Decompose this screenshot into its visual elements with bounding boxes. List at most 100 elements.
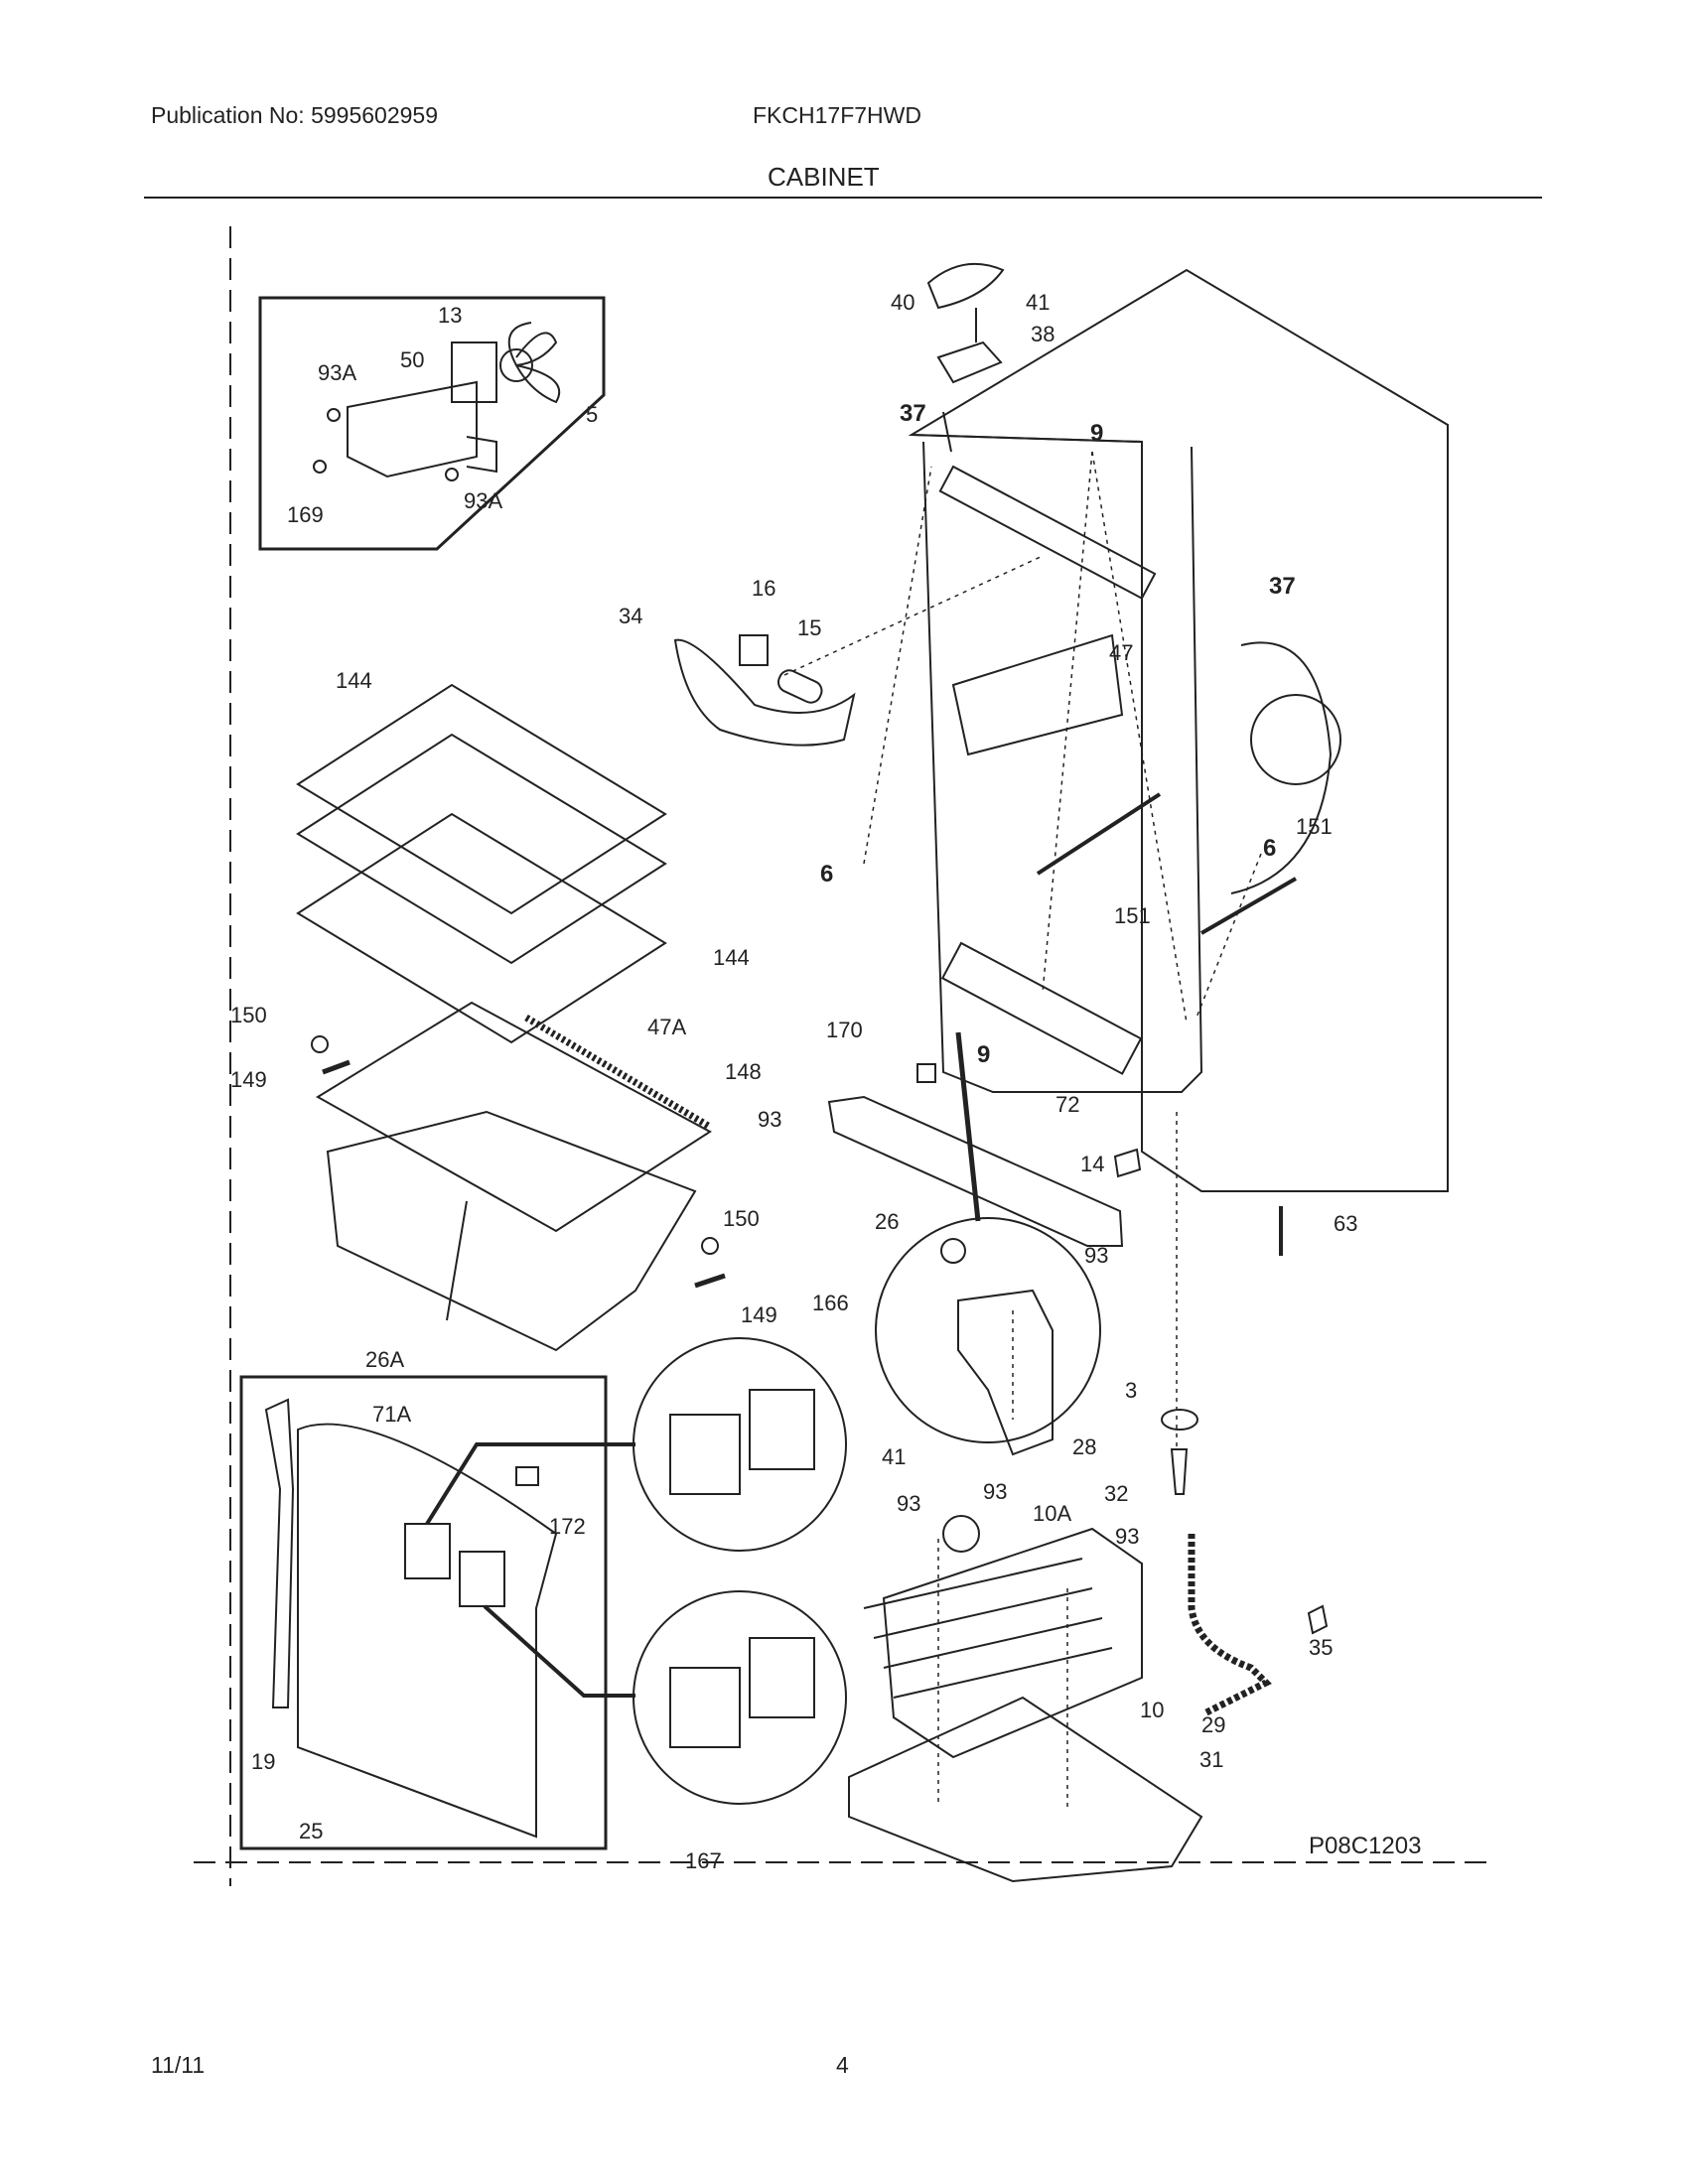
cabinet-side-contour	[1230, 641, 1333, 894]
part-label: 5	[586, 402, 598, 427]
part-label: 41	[882, 1444, 906, 1469]
crisper-cover-47A	[316, 1001, 712, 1233]
part-label: 144	[336, 668, 372, 693]
part-label: 31	[1199, 1747, 1223, 1772]
bottom-liner-rail	[940, 941, 1143, 1075]
control-board-167-b	[749, 1637, 815, 1718]
control-housing-25	[297, 1423, 558, 1839]
switch-172	[515, 1466, 539, 1486]
light-bulb-15	[776, 669, 823, 704]
part-label: 150	[230, 1003, 267, 1027]
drain-trap-32	[1170, 1448, 1189, 1495]
screw-93A-lower	[445, 468, 459, 481]
support-149	[322, 1059, 351, 1075]
control-board-166-b	[749, 1389, 815, 1470]
part-label: 19	[251, 1749, 275, 1774]
part-label: 16	[752, 576, 775, 601]
leader-6-left	[863, 466, 932, 865]
switch-14	[1113, 1148, 1142, 1178]
roller-150-right	[701, 1237, 719, 1255]
air-duct-47	[951, 633, 1124, 756]
drawer-divider	[446, 1200, 468, 1321]
part-label: 93	[1115, 1524, 1139, 1549]
part-label: 15	[797, 615, 821, 640]
hinge-detail-circle	[875, 1217, 1101, 1443]
screw-93A	[327, 408, 341, 422]
callout-166	[425, 1442, 635, 1526]
gasket-19	[264, 1398, 295, 1708]
part-label: 47A	[647, 1015, 686, 1039]
screw-169	[313, 460, 327, 474]
callout-167	[483, 1604, 635, 1698]
clamp-35	[1307, 1604, 1329, 1635]
part-label: 37	[900, 400, 926, 427]
part-label: 32	[1104, 1481, 1128, 1506]
hinge-38	[936, 341, 1003, 384]
control-window-upper	[404, 1523, 451, 1579]
part-label: 40	[891, 290, 914, 315]
part-label: 26A	[365, 1347, 404, 1372]
leader-9-left	[1042, 451, 1093, 994]
part-label: 93	[983, 1479, 1007, 1504]
fan-bracket-tab	[466, 436, 497, 474]
part-label: 3	[1125, 1378, 1137, 1403]
leader-9-right	[1091, 451, 1188, 1024]
hinge-pin-26	[940, 1238, 966, 1264]
part-label: 6	[820, 861, 833, 887]
part-label: 29	[1201, 1712, 1225, 1737]
diagram-code: P08C1203	[1309, 1833, 1421, 1859]
drain-pan-31	[848, 1696, 1203, 1883]
drain-tube-29	[1188, 1534, 1272, 1716]
part-label: 37	[1269, 573, 1296, 600]
shim-37	[942, 411, 952, 453]
part-label: 144	[713, 945, 750, 970]
heater-coils-10	[863, 1558, 1113, 1699]
shelf-support-151-right	[1199, 877, 1298, 935]
toe-grille-72	[827, 1095, 1124, 1247]
part-label: 10A	[1033, 1501, 1071, 1526]
hinge-cover-40	[926, 262, 1005, 310]
leader-6-right	[1196, 853, 1262, 1019]
part-label: 10	[1140, 1698, 1164, 1722]
part-label: 172	[549, 1514, 586, 1539]
part-label: 41	[1026, 290, 1050, 315]
part-label: 9	[977, 1041, 990, 1068]
part-label: 63	[1334, 1211, 1357, 1236]
part-label: 47	[1109, 640, 1133, 665]
control-panel-inset-frame	[239, 1375, 608, 1850]
fan-bracket	[347, 380, 478, 478]
control-board-167-a	[669, 1667, 741, 1748]
cabinet-outer-shell	[908, 268, 1449, 1192]
cabinet-side-hole	[1250, 694, 1341, 785]
cabinet-top-edge	[911, 434, 1143, 443]
part-label: 28	[1072, 1434, 1096, 1459]
header-rule	[144, 197, 1542, 199]
fan-motor	[499, 348, 533, 382]
shelf-144-middle	[296, 733, 667, 965]
crisper-drawers-26A	[326, 1110, 697, 1352]
part-label: 25	[299, 1819, 323, 1843]
part-label: 167	[685, 1848, 722, 1873]
cabinet-liner	[922, 441, 1203, 1093]
evaporator-10A	[882, 1527, 1143, 1759]
part-label: 6	[1263, 835, 1276, 862]
part-label: 166	[812, 1291, 849, 1315]
thermostat-lead	[942, 1515, 980, 1553]
fan-blade	[507, 322, 561, 404]
light-socket-16	[739, 634, 769, 666]
light-shield-34	[673, 638, 856, 747]
part-label: 9	[1090, 420, 1103, 447]
part-label: 151	[1296, 814, 1333, 839]
model-number: FKCH17F7HWD	[753, 102, 921, 128]
part-label: 93	[897, 1491, 920, 1516]
part-label: 38	[1031, 322, 1055, 346]
leader-15	[783, 555, 1044, 676]
part-label: 170	[826, 1018, 863, 1042]
part-label: 169	[287, 502, 324, 527]
part-label: 148	[725, 1059, 762, 1084]
top-liner-rail	[938, 465, 1157, 601]
control-board-166-a	[669, 1414, 741, 1495]
control-window-lower	[459, 1551, 505, 1607]
part-label: 93	[1084, 1243, 1108, 1268]
bottom-hinge-28	[957, 1289, 1054, 1456]
